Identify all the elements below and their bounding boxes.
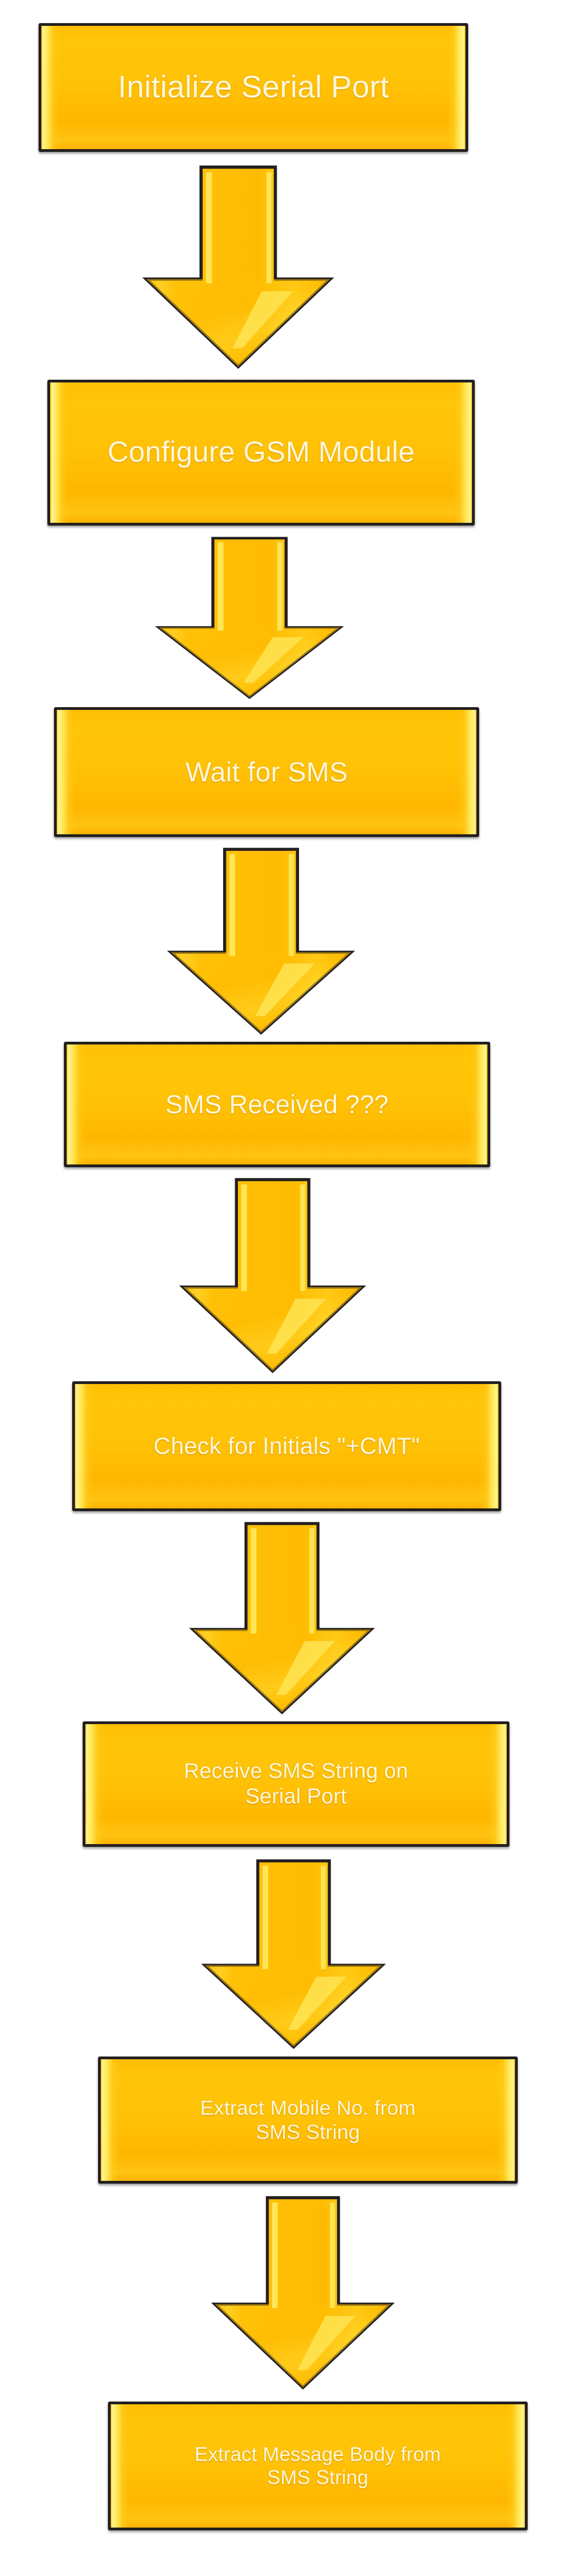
node-label: Receive SMS String on Serial Port bbox=[183, 1759, 409, 1808]
process-node-wait-for-sms[interactable]: Wait for SMS bbox=[54, 707, 479, 837]
arrow-glyph bbox=[155, 537, 344, 699]
arrow-glyph bbox=[201, 1859, 386, 2049]
node-label: Check for Initials "+CMT" bbox=[153, 1432, 420, 1459]
process-node-extract-message-body[interactable]: Extract Message Body from SMS String bbox=[108, 2402, 528, 2530]
node-label: Extract Mobile No. from SMS String bbox=[200, 2096, 416, 2143]
node-label: Wait for SMS bbox=[185, 756, 348, 787]
arrow-glyph bbox=[189, 1522, 375, 1714]
arrow-glyph bbox=[179, 1178, 366, 1373]
process-node-check-for-initials[interactable]: Check for Initials "+CMT" bbox=[72, 1381, 501, 1511]
node-label: Initialize Serial Port bbox=[117, 69, 389, 105]
arrow-glyph bbox=[142, 165, 334, 369]
process-node-extract-mobile-number[interactable]: Extract Mobile No. from SMS String bbox=[98, 2057, 518, 2184]
process-node-configure-gsm-module[interactable]: Configure GSM Module bbox=[47, 380, 475, 526]
node-label: Configure GSM Module bbox=[107, 436, 415, 469]
node-label: SMS Received ??? bbox=[165, 1090, 389, 1119]
down-arrow-icon bbox=[140, 165, 336, 369]
arrow-glyph bbox=[211, 2196, 395, 2389]
down-arrow-icon bbox=[187, 1522, 377, 1714]
down-arrow-icon bbox=[165, 847, 357, 1035]
down-arrow-icon bbox=[177, 1178, 368, 1373]
arrow-glyph bbox=[167, 847, 355, 1035]
process-node-receive-sms-string[interactable]: Receive SMS String on Serial Port bbox=[83, 1721, 509, 1847]
process-node-initialize-serial-port[interactable]: Initialize Serial Port bbox=[39, 23, 468, 152]
down-arrow-icon bbox=[209, 2196, 397, 2389]
node-label: Extract Message Body from SMS String bbox=[194, 2442, 441, 2489]
down-arrow-icon bbox=[153, 537, 346, 699]
decision-node-sms-received[interactable]: SMS Received ??? bbox=[64, 1042, 490, 1167]
down-arrow-icon bbox=[199, 1859, 388, 2049]
